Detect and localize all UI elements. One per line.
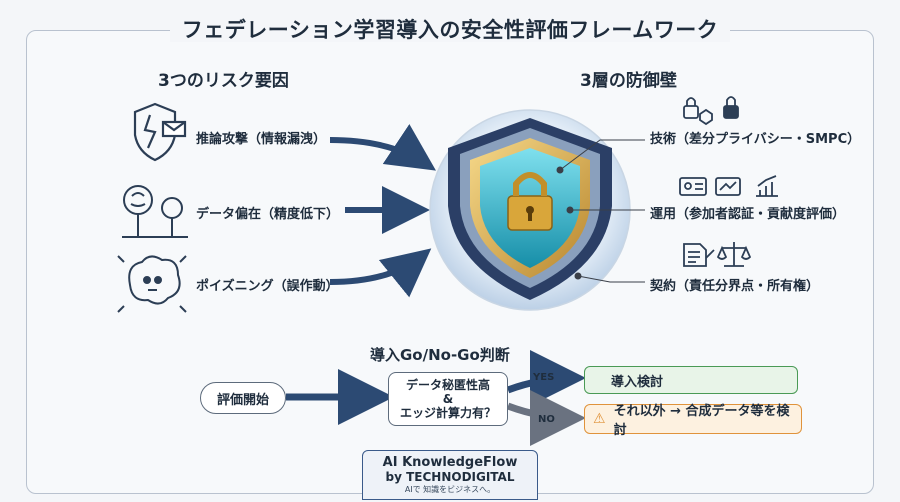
lock-icons (683, 96, 739, 126)
decision-heading: 導入Go/No-Go判断 (370, 346, 510, 364)
condition-line-1: データ秘匿性高 (405, 378, 490, 392)
brand-tagline: AIで 知識をビジネスへ。 (404, 485, 496, 494)
yes-outcome-box: 導入検討 (584, 366, 798, 394)
risk-bias-label: データ偏在（精度低下） (196, 207, 340, 222)
no-label: NO (538, 414, 555, 425)
yes-label: YES (533, 372, 555, 383)
warning-icon: ⚠ (593, 411, 606, 427)
brand-badge: AI KnowledgeFlow by TECHNODIGITAL AIで 知識… (362, 450, 538, 500)
risk-inference-label: 推論攻撃（情報漏洩） (196, 132, 327, 147)
diagram-title: フェデレーション学習導入の安全性評価フレームワーク (0, 14, 900, 44)
brand-company: by TECHNODIGITAL (385, 470, 515, 484)
condition-node: データ秘匿性高 & エッジ計算力有？ (388, 372, 508, 426)
condition-line-2: & (442, 392, 454, 406)
leader-tech (559, 139, 645, 171)
condition-line-3: エッジ計算力有？ (399, 406, 496, 420)
broken-shield-mail-icon (133, 102, 187, 162)
document-scales-icons (683, 242, 752, 267)
risks-heading: 3つのリスク要因 (158, 71, 289, 91)
layer-contract-label: 契約（責任分界点・所有権） (650, 279, 820, 294)
no-arrow (506, 389, 586, 446)
id-card-chart-icons (679, 175, 778, 197)
poisoned-brain-icon (117, 255, 187, 313)
brand-name: AI KnowledgeFlow (382, 455, 518, 470)
layer-ops-label: 運用（参加者認証・貢献度評価） (650, 207, 846, 222)
defense-heading: 3層の防御壁 (580, 71, 677, 91)
risk-arrow-3 (329, 248, 432, 298)
risk-arrow-1 (329, 124, 436, 171)
start-node-label: 評価開始 (216, 392, 269, 408)
no-outcome-label: それ以外 → 合成データ等を検討 (613, 404, 790, 438)
no-outcome-box: ⚠ それ以外 → 合成データ等を検討 (584, 404, 802, 438)
leader-contract (577, 275, 645, 283)
layer-tech-label: 技術（差分プライバシー・SMPC） (650, 132, 861, 147)
brain-tree-icon (122, 185, 188, 238)
risk-poisoning-label: ポイズニング（誤作動） (196, 279, 339, 294)
yes-arrow (506, 350, 586, 407)
start-node: 評価開始 (200, 382, 286, 414)
defense-shield (429, 109, 631, 311)
yes-outcome-label: 導入検討 (611, 374, 664, 390)
